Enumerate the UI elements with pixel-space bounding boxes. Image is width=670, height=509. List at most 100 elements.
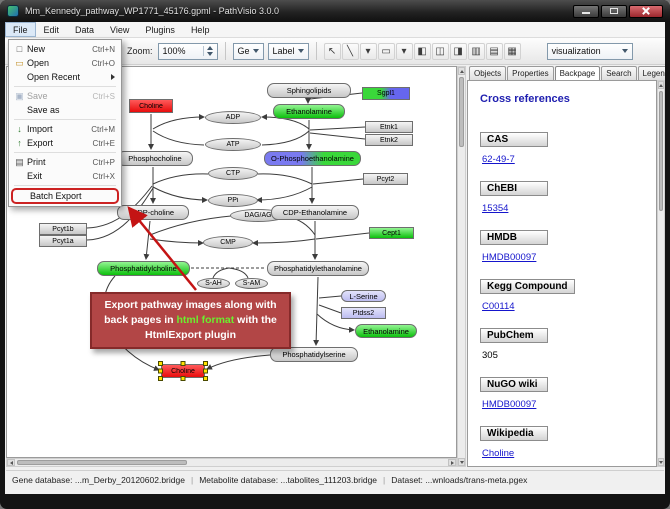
distribute-horizontal-icon[interactable]: ▥ [467, 42, 485, 60]
node-o-phosphoethanolamine[interactable]: O-Phosphoethanolamine [264, 151, 361, 166]
node-cdp-ethanolamine[interactable]: CDP-Ethanolamine [271, 205, 359, 220]
node-s-ah[interactable]: S-AH [197, 278, 230, 289]
tab-legend[interactable]: Legend [637, 66, 665, 80]
canvas-vertical-scrollbar[interactable] [457, 66, 466, 467]
node-cdp-choline[interactable]: CDP-choline [117, 205, 189, 220]
sidebar-scroll-down-icon[interactable] [658, 458, 664, 466]
menu-data[interactable]: Data [75, 24, 95, 35]
vertical-scroll-thumb[interactable] [459, 77, 464, 147]
horizontal-scroll-thumb[interactable] [17, 460, 187, 465]
menubar: File Edit Data View Plugins Help [5, 22, 665, 38]
gene-product-combobox[interactable]: Ge [232, 42, 264, 60]
xref-value[interactable]: HMDB00097 [482, 399, 537, 410]
xref-value[interactable]: HMDB00097 [482, 252, 537, 263]
node-sphingolipids[interactable]: Sphingolipids [267, 83, 351, 98]
node-ppi[interactable]: PPi [208, 194, 258, 207]
xref-value[interactable]: Choline [482, 448, 515, 459]
sidebar-scrollbar[interactable] [657, 80, 665, 467]
node-cmp[interactable]: CMP [203, 236, 253, 249]
minimize-button[interactable] [573, 4, 599, 18]
menu-view[interactable]: View [110, 24, 130, 35]
scroll-up-icon[interactable] [458, 67, 465, 75]
sidebar-scroll-up-icon[interactable] [658, 81, 664, 89]
node-pcyt1a[interactable]: Pcyt1a [39, 235, 87, 247]
node-pcyt1b[interactable]: Pcyt1b [39, 223, 87, 235]
label-combobox[interactable]: Label [267, 42, 309, 60]
align-left-icon[interactable]: ◧ [413, 42, 431, 60]
selection-handle-e[interactable] [203, 368, 208, 374]
node-ethanolamine-top[interactable]: Ethanolamine [273, 104, 345, 119]
zoom-combobox[interactable]: 100% [157, 42, 218, 60]
node-adp[interactable]: ADP [205, 111, 261, 124]
node-ethanolamine-right[interactable]: Ethanolamine [355, 324, 417, 338]
node-label: L-Serine [349, 291, 378, 301]
canvas-horizontal-scrollbar[interactable] [6, 458, 457, 467]
node-atp[interactable]: ATP [205, 138, 261, 151]
tab-objects[interactable]: Objects [469, 66, 507, 80]
distribute-vertical-icon[interactable]: ▤ [485, 42, 503, 60]
line-style-dropdown-icon[interactable]: ▾ [359, 42, 377, 60]
selection-handle-n[interactable] [180, 361, 186, 366]
node-phosphatidylserine[interactable]: Phosphatidylserine [270, 347, 358, 362]
scroll-left-icon[interactable] [7, 459, 15, 466]
node-etnk2[interactable]: Etnk2 [365, 134, 413, 146]
node-sgpl1[interactable]: Sgpl1 [362, 87, 410, 100]
node-phosphatidylcholine[interactable]: Phosphatidylcholine [97, 261, 190, 276]
node-choline-top[interactable]: Choline [129, 99, 173, 113]
visualization-combobox[interactable]: visualization [546, 42, 633, 60]
selection-handle-s[interactable] [180, 376, 186, 381]
node-choline-bottom[interactable]: Choline [158, 361, 208, 381]
node-label: Ptdss2 [352, 309, 375, 317]
scroll-right-icon[interactable] [448, 459, 456, 466]
align-center-icon[interactable]: ◫ [431, 42, 449, 60]
selection-handle-w[interactable] [158, 368, 163, 374]
tab-search[interactable]: Search [601, 66, 637, 80]
menu-help[interactable]: Help [190, 24, 210, 35]
tab-properties[interactable]: Properties [507, 66, 554, 80]
line-tool-icon[interactable]: ╲ [341, 42, 359, 60]
node-ctp[interactable]: CTP [208, 167, 258, 180]
selection-handle-se[interactable] [203, 376, 208, 381]
pointer-tool-icon[interactable]: ↖ [323, 42, 341, 60]
align-right-icon[interactable]: ◨ [449, 42, 467, 60]
shape-dropdown-icon[interactable]: ▾ [395, 42, 413, 60]
match-size-icon[interactable]: ▦ [503, 42, 521, 60]
scroll-down-icon[interactable] [458, 458, 465, 466]
zoom-value: 100% [162, 46, 186, 56]
node-phosphocholine[interactable]: Phosphocholine [117, 151, 193, 166]
zoom-spinner[interactable] [202, 46, 213, 56]
menu-edit[interactable]: Edit [43, 24, 60, 35]
selection-handle-nw[interactable] [158, 361, 163, 366]
menu-file[interactable]: File [5, 22, 36, 37]
xref-value[interactable]: 15354 [482, 203, 509, 214]
selection-handle-sw[interactable] [158, 376, 163, 381]
xref-value[interactable]: 62-49-7 [482, 154, 515, 165]
sidebar-scroll-thumb[interactable] [659, 91, 663, 211]
menu-item-open-recent[interactable]: Open Recent [10, 70, 120, 84]
menu-item-save-as[interactable]: Save as [10, 103, 120, 117]
selection-handle-ne[interactable] [203, 361, 208, 366]
tab-backpage[interactable]: Backpage [554, 66, 601, 80]
node-cept1[interactable]: Cept1 [369, 227, 414, 239]
node-phosphatidylethanolamine[interactable]: Phosphatidylethanolamine [267, 261, 369, 276]
close-button[interactable] [629, 4, 663, 18]
node-etnk1[interactable]: Etnk1 [365, 121, 413, 133]
node-s-am[interactable]: S-AM [235, 278, 268, 289]
shape-tool-icon[interactable]: ▭ [377, 42, 395, 60]
menu-plugins[interactable]: Plugins [145, 24, 175, 35]
node-ptdss2[interactable]: Ptdss2 [341, 307, 386, 319]
app-icon [7, 5, 19, 17]
xref-value[interactable]: C00114 [482, 301, 515, 312]
node-pcyt2[interactable]: Pcyt2 [363, 173, 408, 185]
maximize-button[interactable] [601, 4, 627, 18]
menu-item-batch-export[interactable]: Batch Export [11, 188, 119, 204]
node-l-serine[interactable]: L-Serine [341, 290, 386, 302]
